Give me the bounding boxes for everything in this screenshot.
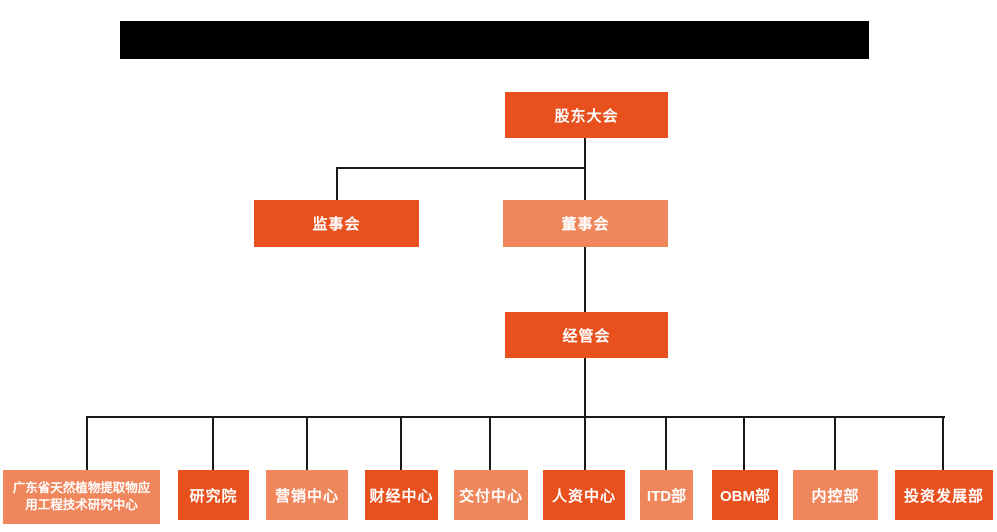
node-dept-finance-center: 财经中心 <box>365 470 438 520</box>
node-dept-hr-center: 人资中心 <box>543 470 625 520</box>
connector-level2-horizontal <box>336 167 586 169</box>
node-shareholders-meeting: 股东大会 <box>505 92 668 138</box>
connector-dept-drop-research-center <box>86 416 88 470</box>
connector-board-to-management <box>584 247 586 312</box>
node-dept-marketing-center: 营销中心 <box>266 470 348 520</box>
connector-dept-drop-itd <box>665 416 667 470</box>
connector-dept-drop-investment <box>942 416 944 470</box>
connector-dept-drop-internal-control <box>834 416 836 470</box>
node-dept-delivery-center: 交付中心 <box>454 470 528 520</box>
node-supervisory-board: 监事会 <box>254 200 419 247</box>
connector-dept-drop-finance-center <box>400 416 402 470</box>
node-management-committee: 经管会 <box>505 312 668 358</box>
node-dept-internal-control: 内控部 <box>793 470 878 520</box>
connector-dept-drop-research-institute <box>212 416 214 470</box>
connector-management-drop <box>584 358 586 470</box>
node-dept-research-center: 广东省天然植物提取物应用工程技术研究中心 <box>3 470 160 524</box>
connector-departments-horizontal <box>87 416 945 418</box>
connector-dept-drop-obm <box>743 416 745 470</box>
node-dept-research-institute: 研究院 <box>178 470 249 520</box>
redacted-title-bar <box>120 21 869 59</box>
node-dept-investment-development: 投资发展部 <box>895 470 993 520</box>
connector-supervisory-drop <box>336 167 338 200</box>
connector-root-vertical <box>584 138 586 200</box>
node-dept-itd: ITD部 <box>640 470 693 520</box>
connector-dept-drop-delivery-center <box>489 416 491 470</box>
node-dept-obm: OBM部 <box>712 470 778 520</box>
connector-dept-drop-marketing-center <box>306 416 308 470</box>
node-board-of-directors: 董事会 <box>503 200 668 247</box>
